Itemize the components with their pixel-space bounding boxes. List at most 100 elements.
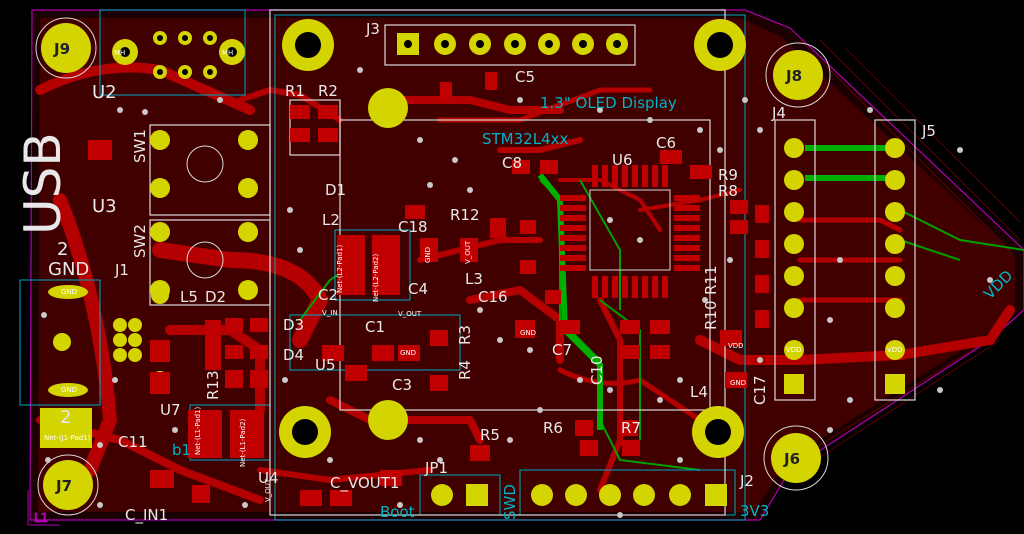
ref-r7: R7 (621, 419, 641, 437)
ref-d3: D3 (283, 316, 304, 334)
gnd-pad-label: GND (61, 288, 77, 296)
ref-c1: C1 (365, 318, 385, 336)
oled-header-j3[interactable] (397, 33, 628, 55)
layer-marker: L1 (34, 511, 48, 525)
usb-label: USB (14, 132, 72, 235)
ref-j1: J1 (114, 261, 129, 279)
ref-c10: C10 (588, 355, 606, 385)
gnd-label: GND (48, 259, 89, 280)
ref-l3: L3 (465, 270, 483, 288)
ref-c2: C2 (318, 286, 338, 304)
mcu-u6[interactable] (560, 165, 700, 298)
ref-u4: U4 (258, 469, 279, 487)
gnd-pad-number: 2 (57, 239, 68, 260)
ref-r3: R3 (456, 325, 474, 345)
reference-designators: U2 J3 R1 R2 C5 SW1 U3 SW2 J1 D1 L2 C18 R… (92, 20, 936, 490)
ref-c16: C16 (478, 288, 508, 306)
net-label: V_OUT (264, 478, 272, 502)
hole-label: J6 (783, 450, 800, 468)
ref-j2: J2 (739, 472, 754, 490)
b1-label: b1 (172, 441, 191, 459)
c-vout1-label: C_VOUT1 (330, 474, 399, 493)
jumper-jp1[interactable] (431, 484, 488, 506)
net-label: Net-(J1-Pad1) (44, 434, 91, 442)
power-pads[interactable]: 2 Net-(J1-Pad1) (40, 407, 92, 448)
ref-u5: U5 (315, 356, 336, 374)
ref-r13: R13 (204, 370, 222, 400)
swd-label: SWD (501, 484, 519, 520)
net-label: Net-(L1-Pad1) (194, 406, 202, 455)
mh-pad-label: MH (222, 49, 233, 57)
oled-label: 1.3" OLED Display (540, 94, 677, 112)
ref-c3: C3 (392, 376, 412, 394)
net-label: Net-(L2-Pad2) (372, 253, 380, 302)
ref-r4: R4 (456, 360, 474, 380)
mounting-hole-j8[interactable]: J8 (765, 42, 831, 108)
ref-c11: C11 (118, 433, 148, 451)
swd-header-j2[interactable] (531, 484, 727, 506)
vdd-pad-label: VDD (786, 346, 802, 354)
ref-c4: C4 (408, 280, 428, 298)
ref-c18: C18 (398, 218, 428, 236)
mcu-label: STM32L4xx (482, 130, 568, 148)
ref-u7: U7 (160, 401, 181, 419)
ref-c17: C17 (751, 375, 769, 405)
ref-r2: R2 (318, 82, 338, 100)
mounting-hole-j7[interactable]: J7 (37, 454, 99, 516)
gnd-pad-label: GND (61, 386, 77, 394)
ref-r6: R6 (543, 419, 563, 437)
net-label: GND (400, 349, 416, 357)
mounting-hole-j9[interactable]: J9 (35, 17, 97, 79)
ref-c8: C8 (502, 154, 522, 172)
ref-c5: C5 (515, 68, 535, 86)
c-in1-label: C_IN1 (125, 506, 168, 525)
ref-u3: U3 (92, 196, 117, 217)
smd-pads (88, 72, 769, 506)
net-label: GND (424, 247, 432, 263)
ref-c7: C7 (552, 341, 572, 359)
hole-label: J7 (55, 477, 72, 495)
v3v3-label: 3V3 (740, 502, 769, 520)
usb-connector-u2[interactable]: MH MH (112, 31, 245, 79)
ref-r11: R11 (702, 265, 720, 295)
mh-pad-label: MH (114, 49, 125, 57)
header-j4[interactable]: VDD (784, 138, 804, 394)
oled-mount-pads (279, 19, 746, 458)
origin-marker: L1 (27, 490, 60, 526)
net-label: V_OUT (398, 310, 422, 318)
ground-hatch (779, 39, 1021, 471)
ref-l4: L4 (690, 383, 708, 401)
ref-sw2: SW2 (131, 224, 149, 258)
switch-sw1[interactable] (150, 130, 258, 198)
hole-label: J9 (53, 40, 70, 58)
ref-d2: D2 (205, 288, 226, 306)
ref-r5: R5 (480, 426, 500, 444)
ref-d4: D4 (283, 346, 304, 364)
ref-jp1: JP1 (424, 459, 448, 477)
hole-label: J8 (785, 67, 802, 85)
boot-label: Boot (380, 503, 415, 521)
header-j5[interactable]: VDD (885, 138, 905, 394)
net-label: GND (520, 329, 536, 337)
ref-r1: R1 (285, 82, 305, 100)
net-label: Net-(L2-Pad1) (336, 244, 344, 293)
net-label: VDD (728, 342, 744, 350)
ref-r9: R9 (718, 166, 738, 184)
ref-d1: D1 (325, 181, 346, 199)
net-label: GND (730, 379, 746, 387)
net-label: V_OUT (464, 240, 472, 264)
vdd-pad-label: VDD (887, 346, 903, 354)
ref-j5: J5 (921, 122, 936, 140)
net-label: Net-(L1-Pad2) (239, 418, 247, 467)
ref-sw1: SW1 (131, 129, 149, 163)
mounting-hole-j6[interactable]: J6 (763, 425, 829, 491)
ref-l5: L5 (180, 288, 198, 306)
ref-r8: R8 (718, 182, 738, 200)
ref-j4: J4 (771, 104, 786, 122)
ref-j3: J3 (365, 20, 380, 38)
ref-u2: U2 (92, 82, 117, 103)
vias (41, 67, 993, 518)
ref-c6: C6 (656, 134, 676, 152)
ref-u6: U6 (612, 151, 633, 169)
